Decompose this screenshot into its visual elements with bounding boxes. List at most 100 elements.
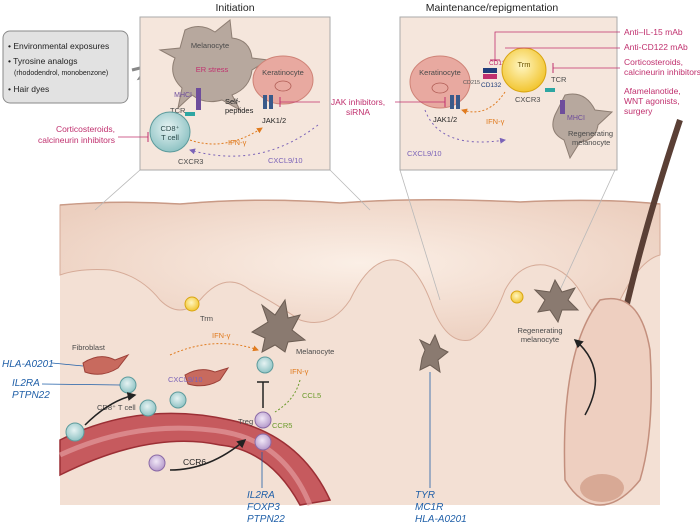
exposures-box: • Environmental exposures • Tyrosine ana… <box>2 30 159 104</box>
keratinocyte-label: Keratinocyte <box>262 68 304 77</box>
jak-receptor <box>456 95 460 109</box>
exposure-item: (rhododendrol, monobenzone) <box>14 70 108 77</box>
tcr-receptor <box>185 112 195 116</box>
drug-anti-cd122: Anti-CD122 mAb <box>624 42 688 52</box>
drug-corticosteroids: Corticosteroids, <box>56 124 115 134</box>
jak-receptor <box>269 95 273 109</box>
gene-label: PTPN22 <box>247 514 285 525</box>
therapy-annotations: Anti–IL-15 mAb Anti-CD122 mAb Corticoste… <box>38 27 700 145</box>
title-maintenance: Maintenance/repigmentation <box>426 2 559 14</box>
ifn-label: IFN-γ <box>228 138 247 147</box>
gene-label: HLA-A0201 <box>2 359 54 370</box>
drug-anti-il15: Anti–IL-15 mAb <box>624 27 683 37</box>
fibroblast-label: Fibroblast <box>72 343 106 352</box>
hair-bulb <box>580 474 624 502</box>
cd8-label: CD8⁺ T cell <box>97 403 136 412</box>
fibroblast-cell <box>82 353 130 375</box>
drug-wnt: WNT agonists, <box>624 96 680 106</box>
melanocyte-cell <box>418 333 449 374</box>
mhci-receptor <box>560 100 565 114</box>
keratinocyte-label: Keratinocyte <box>419 68 461 77</box>
skin-surface <box>59 198 661 206</box>
cd8-label: T cell <box>161 133 179 142</box>
jak-receptor <box>263 95 267 109</box>
ccr6-arrow <box>169 439 247 471</box>
jak-receptor <box>450 95 454 109</box>
cxcl-label: CXCL9/10 <box>407 149 442 158</box>
regen-label: melanocyte <box>521 335 559 344</box>
cd8-t-cell <box>169 391 187 409</box>
melanocyte-label: Melanocyte <box>191 41 229 50</box>
gene-label: HLA-A0201 <box>415 514 467 525</box>
ifn-label: IFN-γ <box>290 367 309 376</box>
gene-label: PTPN22 <box>12 390 50 401</box>
trm-label: Trm <box>517 60 530 69</box>
cd122-receptor <box>483 68 497 73</box>
exposure-item: • Environmental exposures <box>8 41 109 51</box>
zoom-connectors <box>94 169 616 301</box>
ccr6-label: CCR6 <box>183 457 206 467</box>
exposure-item: • Tyrosine analogs <box>8 56 77 66</box>
gene-pointer <box>51 362 84 367</box>
cd132-label: CD132 <box>481 82 502 89</box>
cd8-t-cell <box>119 376 137 394</box>
regen-label: Regenerating <box>517 326 562 335</box>
cd215-label: CD215 <box>463 80 480 86</box>
initiation-panel: Melanocyte ER stress Keratinocyte MHCI S… <box>139 16 331 171</box>
gene-label: TYR <box>415 490 435 501</box>
ifn-label: IFN-γ <box>212 331 231 340</box>
cxcr3-label: CXCR3 <box>178 157 203 166</box>
regenerating-melanocyte <box>552 93 614 160</box>
gene-label: FOXP3 <box>247 502 280 513</box>
ifn-arrow <box>189 127 263 145</box>
drug-calcineurin: calcineurin inhibitors <box>38 135 115 145</box>
cd8-t-cell <box>65 422 85 442</box>
ifn-arrow <box>461 91 506 115</box>
self-peptides-label: Self- <box>225 97 241 106</box>
regen-label: Regenerating <box>568 129 613 138</box>
ifn-label: IFN-γ <box>486 117 505 126</box>
trm-cell <box>510 290 524 304</box>
cxcr3-label: CXCR3 <box>515 95 540 104</box>
vessel-lumen <box>58 425 313 506</box>
cd132-receptor <box>483 74 497 79</box>
ccr5-label: CCR5 <box>272 421 292 430</box>
gene-label: IL2RA <box>247 490 275 501</box>
gene-label: IL2RA <box>12 378 40 389</box>
drug-corticosteroids: Corticosteroids, <box>624 57 683 67</box>
melanocyte-cell <box>250 298 307 353</box>
skin-section <box>58 119 683 506</box>
jak-label: JAK1/2 <box>433 115 457 124</box>
tcr-receptor <box>545 88 555 92</box>
cd8-t-cell <box>139 399 157 417</box>
gene-label: MC1R <box>415 502 443 513</box>
cxcl-arrow <box>424 109 506 144</box>
melanocyte-label: Melanocyte <box>296 347 334 356</box>
er-stress-label: ER stress <box>196 65 229 74</box>
trm-label: Trm <box>200 314 213 323</box>
cxcl-label: CXCL9/10 <box>268 156 303 165</box>
treg-cell <box>254 433 272 451</box>
keratinocyte-nucleus <box>431 82 449 94</box>
cxcl-arrow <box>189 124 319 157</box>
cd8-label: CD8⁺ <box>161 124 180 133</box>
mhci-label: MHCI <box>567 115 585 122</box>
melanocyte-cell <box>158 19 270 112</box>
keratinocyte-nucleus <box>274 80 292 92</box>
drug-surgery: surgery <box>624 106 653 116</box>
cxcl-label: CXCL9/10 <box>168 375 203 384</box>
title-initiation: Initiation <box>215 2 254 14</box>
mhci-receptor <box>196 88 201 110</box>
skin-cells: Trm Melanocyte Regenerating melanocyte F… <box>65 278 597 472</box>
self-peptides-label: peptides <box>225 106 254 115</box>
keratinocyte-cell <box>252 55 314 105</box>
migration-arrow <box>84 392 137 426</box>
exposure-item: • Hair dyes <box>8 84 49 94</box>
mhci-label: MHCI <box>174 92 192 99</box>
jak-label: JAK1/2 <box>262 116 286 125</box>
gene-pointer <box>41 383 121 386</box>
trm-cell <box>501 47 547 93</box>
trm-cell <box>184 296 200 312</box>
